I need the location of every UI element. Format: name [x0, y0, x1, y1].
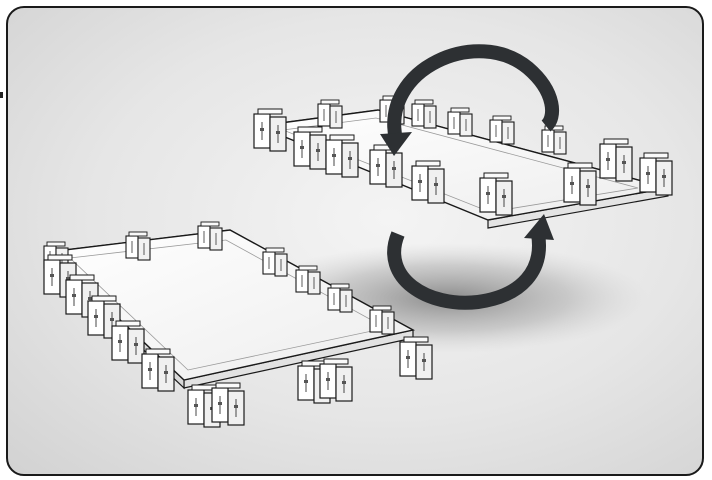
assembly-illustration — [43, 44, 673, 428]
edge-mark — [0, 92, 3, 98]
platform-assembled — [43, 221, 433, 428]
illustration-frame — [6, 6, 704, 476]
rotate-arrows-icon — [380, 44, 559, 310]
platform-flipped — [253, 95, 673, 229]
